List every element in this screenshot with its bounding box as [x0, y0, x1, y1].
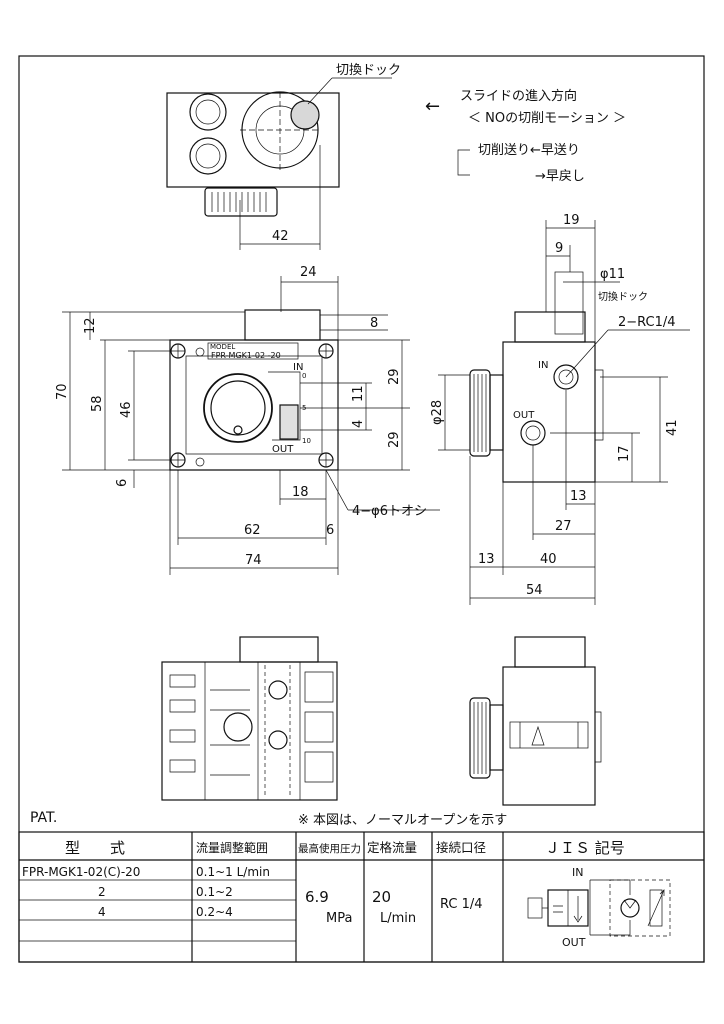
dim-4: 4 [351, 420, 366, 428]
th-max-pressure: 最高使用圧力 [298, 842, 361, 855]
row2-range: 0.1~2 [196, 885, 233, 899]
th-jis: ＪＩＳ 記号 [545, 839, 625, 857]
port-size: RC 1/4 [440, 897, 483, 912]
dim-9: 9 [555, 241, 563, 256]
dim-6-right: 6 [326, 523, 334, 538]
spec-table: 型 式 流量調整範囲 最高使用圧力 定格流量 接続口径 ＪＩＳ 記号 FPR-M… [18, 831, 705, 963]
front-section-view [161, 636, 338, 801]
dim-58: 58 [90, 395, 105, 412]
dim-40: 40 [540, 552, 557, 567]
side-out-label: OUT [513, 410, 535, 421]
side-dog-label: 切換ドック [598, 291, 648, 303]
th-model: 型 式 [65, 839, 125, 857]
dim-74: 74 [245, 553, 262, 568]
front-out-label: OUT [272, 444, 294, 455]
flow-unit: L/min [380, 911, 416, 926]
th-port: 接続口径 [436, 840, 486, 855]
dim-62: 62 [244, 523, 261, 538]
front-in-label: IN [293, 362, 303, 373]
top-dog-label: 切換ドック [336, 63, 401, 78]
jis-out-label: OUT [562, 936, 586, 949]
direction-arrow: ← [425, 96, 440, 117]
dim-27: 27 [555, 519, 572, 534]
side-section-view [469, 636, 602, 806]
dim-phi28: φ28 [430, 400, 445, 425]
side-view: IN OUT 19 9 φ11 切換ドック 2−RC1/4 φ28 41 17 … [430, 213, 690, 605]
scale-10: 10 [302, 437, 311, 445]
direction-line1: スライドの進入方向 [460, 88, 577, 104]
dim-29-top: 29 [387, 368, 402, 385]
cut-feed-label: 切削送り←早送り [478, 143, 580, 158]
pressure-value: 6.9 [305, 888, 329, 906]
direction-line2: ＜ NOの切削モーション ＞ [468, 111, 626, 126]
th-flow-range: 流量調整範囲 [196, 840, 268, 855]
row1-range: 0.1~1 L/min [196, 865, 270, 879]
normal-open-note: ※ 本図は、ノーマルオープンを示す [298, 813, 507, 828]
top-view: 切換ドック 42 ← スライドの進入方向 ＜ NOの切削モーション ＞ 切削送り… [166, 63, 626, 250]
dim-19: 19 [563, 213, 580, 228]
dim-29-bottom: 29 [387, 431, 402, 448]
pressure-unit: MPa [326, 911, 352, 926]
dim-11: 11 [351, 385, 366, 402]
top-dim-42: 42 [272, 229, 289, 244]
row1-model: FPR-MGK1-02(C)-20 [22, 865, 140, 879]
jis-symbol: IN OUT [527, 866, 671, 949]
rapid-return-label: →早戻し [535, 169, 585, 184]
th-rated-flow: 定格流量 [367, 840, 417, 855]
holes-note: 4−φ6トオシ [352, 504, 427, 519]
row2-model: 2 [98, 885, 106, 899]
dim-8: 8 [370, 316, 378, 331]
pat-label: PAT. [30, 810, 57, 826]
dim-13-left: 13 [478, 552, 495, 567]
dim-phi11: φ11 [600, 267, 625, 282]
side-in-label: IN [538, 360, 548, 371]
dim-13-right: 13 [570, 489, 587, 504]
dim-6-left: 6 [115, 479, 130, 487]
dim-24: 24 [300, 265, 317, 280]
row3-model: 4 [98, 905, 106, 919]
model-label: MODEL [210, 343, 235, 351]
dim-46: 46 [119, 401, 134, 418]
dim-17: 17 [617, 445, 632, 462]
jis-in-label: IN [572, 866, 583, 879]
dim-41: 41 [665, 419, 680, 436]
row3-range: 0.2~4 [196, 905, 233, 919]
dim-54: 54 [526, 583, 543, 598]
port-note: 2−RC1/4 [618, 315, 676, 330]
model-value: FPR-MGK1-02 -20 [211, 351, 281, 360]
flow-value: 20 [372, 888, 391, 906]
scale-0: 0 [302, 372, 306, 380]
dim-12: 12 [83, 317, 98, 334]
dim-18: 18 [292, 485, 309, 500]
dim-70: 70 [55, 383, 70, 400]
front-view: MODEL FPR-MGK1-02 -20 IN 0 5 10 OUT 24 8… [55, 265, 440, 575]
